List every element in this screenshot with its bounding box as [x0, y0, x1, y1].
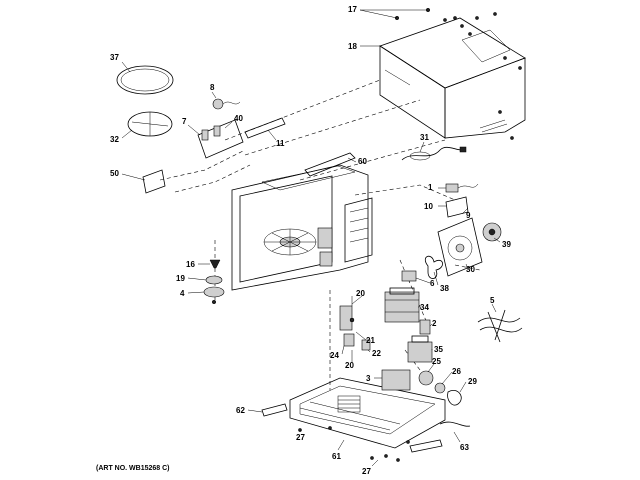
oven-cavity	[231, 164, 369, 291]
callout-25: 25	[432, 357, 441, 366]
callout-63: 63	[460, 443, 469, 452]
foot-bracket-left	[261, 403, 288, 417]
base-plate	[289, 377, 446, 449]
door-interlock-switches	[317, 227, 333, 267]
callout-10: 10	[424, 202, 433, 211]
callout-1: 1	[428, 183, 433, 192]
callout-5: 5	[490, 296, 495, 305]
roller-ring	[127, 111, 173, 137]
callout-19: 19	[176, 274, 185, 283]
callout-60: 60	[358, 157, 367, 166]
wire-harness	[477, 309, 523, 343]
callout-11: 11	[276, 139, 285, 148]
waveguide-bracket	[244, 117, 286, 139]
fuse-holder	[445, 196, 469, 218]
callout-20-upper: 20	[356, 289, 365, 298]
assembly-guide-lines	[159, 79, 481, 390]
turntable-coupler	[209, 259, 221, 269]
callout-27-left: 27	[296, 433, 305, 442]
callout-50: 50	[110, 169, 119, 178]
callout-9: 9	[466, 211, 471, 220]
callout-7: 7	[182, 117, 187, 126]
callout-18: 18	[348, 42, 357, 51]
fan-blade	[424, 255, 443, 279]
lamp-bracket-assembly	[197, 119, 244, 159]
side-bracket	[142, 169, 166, 194]
callout-16: 16	[186, 260, 195, 269]
callout-labels: 17 18 37 8 7 40 32 11 31 60 50 1 10 9 39…	[110, 5, 511, 476]
air-guide	[304, 152, 356, 177]
callout-39: 39	[502, 240, 511, 249]
glass-turntable-tray	[116, 65, 174, 95]
callout-3: 3	[366, 374, 371, 383]
callout-32: 32	[110, 135, 119, 144]
callout-24: 24	[330, 351, 339, 360]
fan-housing	[437, 217, 483, 277]
callout-leader-lines	[121, 45, 501, 467]
outer-case-cover	[379, 17, 526, 139]
diode	[419, 319, 431, 335]
capacitor	[401, 270, 417, 282]
control-panel-grille	[344, 197, 373, 263]
capacitor-bracket	[381, 369, 411, 391]
callout-38: 38	[440, 284, 449, 293]
callout-21: 21	[366, 336, 375, 345]
foot-bracket-right	[409, 421, 471, 453]
base-screws	[298, 426, 410, 462]
callout-27-bottom: 27	[362, 467, 371, 476]
callout-6: 6	[430, 279, 435, 288]
callout-37: 37	[110, 53, 119, 62]
callout-35: 35	[434, 345, 443, 354]
thermal-fuse	[445, 183, 479, 193]
damper-assembly	[447, 390, 462, 406]
fan-motor	[482, 222, 502, 242]
callout-34: 34	[420, 303, 429, 312]
callout-8: 8	[210, 83, 215, 92]
callout-40: 40	[234, 114, 243, 123]
interlock-switch-assembly	[339, 296, 371, 351]
stirrer-motor	[418, 370, 446, 394]
callout-29: 29	[468, 377, 477, 386]
callout-62: 62	[236, 406, 245, 415]
turntable-motor	[203, 275, 225, 305]
callout-4: 4	[180, 289, 185, 298]
magnetron	[407, 335, 433, 363]
callout-30: 30	[466, 265, 475, 274]
high-voltage-transformer	[384, 287, 420, 323]
callout-20-lower: 20	[345, 361, 354, 370]
callout-2: 2	[432, 319, 437, 328]
callout-26: 26	[452, 367, 461, 376]
lamp-socket	[212, 98, 241, 110]
art-number-label: (ART NO. WB15268 C)	[96, 465, 170, 472]
callout-17: 17	[348, 5, 357, 14]
callout-31: 31	[420, 133, 429, 142]
callout-22: 22	[372, 349, 381, 358]
power-cord	[401, 146, 467, 161]
cover-screws	[359, 7, 522, 140]
callout-61: 61	[332, 452, 341, 461]
